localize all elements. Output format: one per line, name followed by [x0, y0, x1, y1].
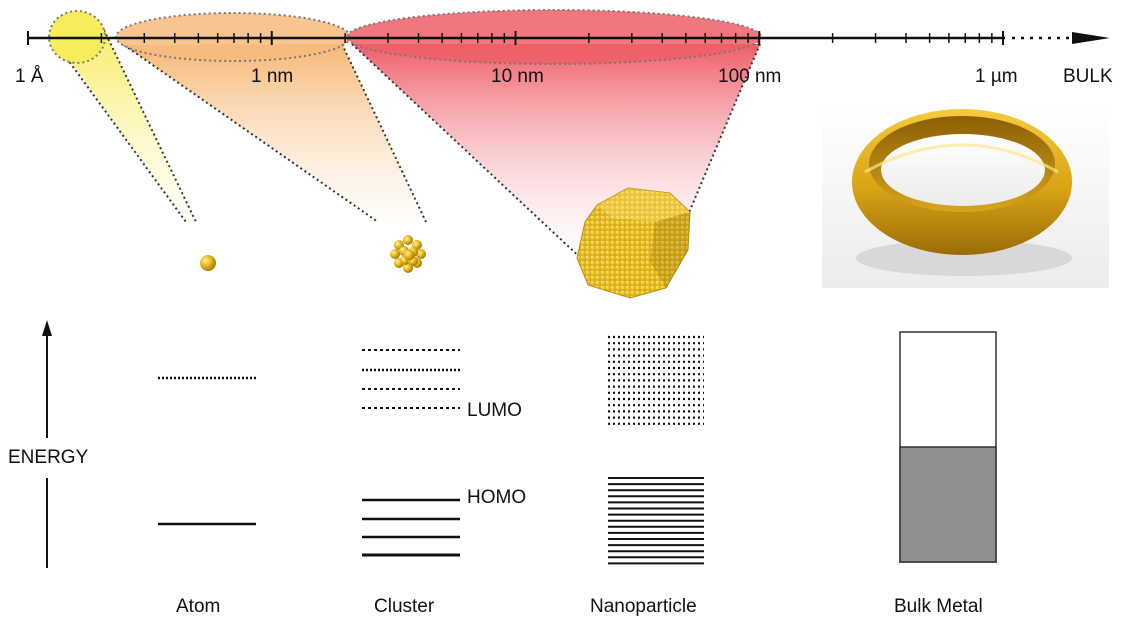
gold-nanoparticle-cuboctahedron: [576, 187, 691, 299]
homo-label: HOMO: [467, 487, 527, 508]
bulk-metal-band: [899, 331, 997, 563]
scale-ticks: [27, 31, 1004, 45]
category-label-nanoparticle: Nanoparticle: [590, 596, 697, 617]
nanoparticle-size-cone: [346, 9, 762, 263]
atom-energy-levels: [158, 376, 256, 526]
energy-axis: [42, 320, 52, 568]
scale-label-1-um: 1 µm: [975, 66, 1018, 87]
nanoparticle-energy-levels: [608, 335, 704, 565]
gold-cluster-13-atoms: [390, 235, 426, 273]
scale-label-1-nm: 1 nm: [251, 66, 294, 87]
category-label-atom: Atom: [176, 596, 221, 617]
cluster-energy-levels: [362, 349, 460, 557]
gold-atom-sphere: [200, 255, 216, 271]
size-scale-axis: [27, 31, 1110, 45]
energy-axis-label: ENERGY: [8, 447, 89, 468]
lumo-label: LUMO: [467, 400, 522, 421]
scale-label-1-angstrom: 1 Å: [15, 66, 44, 87]
scale-label-bulk: BULK: [1063, 66, 1113, 87]
gold-ring: [822, 108, 1109, 288]
bulk-band-filled: [899, 446, 997, 563]
scale-label-100-nm: 100 nm: [718, 66, 782, 87]
scale-label-10-nm: 10 nm: [491, 66, 544, 87]
category-label-cluster: Cluster: [374, 596, 435, 617]
category-label-bulk-metal: Bulk Metal: [894, 596, 983, 617]
